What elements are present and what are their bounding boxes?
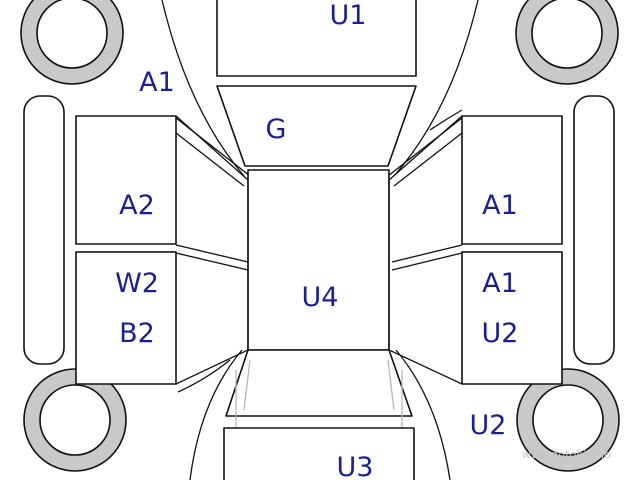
label-right-front-door: A1 xyxy=(482,190,518,221)
watermark: www.autobidmo xyxy=(522,448,611,461)
label-trunk: U3 xyxy=(337,452,374,480)
left-rear-quarter xyxy=(177,359,231,393)
left-door-taper xyxy=(175,115,249,385)
label-right-rear-fender: U2 xyxy=(470,410,507,441)
label-right-rear-door-top: A1 xyxy=(482,268,518,299)
left-front-door-panel xyxy=(75,115,177,245)
right-door-taper xyxy=(388,115,463,385)
right-front-quarter xyxy=(429,109,463,131)
trunk-panel xyxy=(223,427,415,480)
wheel-rear-right xyxy=(516,368,620,472)
right-side-skirt xyxy=(573,95,615,365)
label-front-left-fender: A1 xyxy=(139,67,175,98)
rear-window-ghost xyxy=(235,359,403,470)
left-rear-door-panel xyxy=(75,251,177,385)
right-rear-door-panel xyxy=(461,251,563,385)
hood-panel xyxy=(216,85,417,167)
label-left-rear-door-top: W2 xyxy=(115,268,159,299)
label-left-front-door: A2 xyxy=(119,190,155,221)
wheel-front-left xyxy=(20,0,124,85)
body-outline xyxy=(161,0,479,480)
roof-panel xyxy=(247,169,390,351)
label-front-bumper: U1 xyxy=(330,0,367,31)
right-front-door-panel xyxy=(461,115,563,245)
label-left-rear-door-bottom: B2 xyxy=(119,318,155,349)
label-hood: G xyxy=(266,114,287,145)
wheel-rear-left xyxy=(23,368,127,472)
front-bumper-panel xyxy=(216,0,417,77)
rear-window-panel xyxy=(225,349,413,417)
windshield-lines xyxy=(175,117,463,271)
label-roof: U4 xyxy=(302,282,339,313)
left-side-skirt xyxy=(23,95,65,365)
wheel-front-right xyxy=(515,0,619,85)
label-right-rear-door-bottom: U2 xyxy=(482,318,519,349)
